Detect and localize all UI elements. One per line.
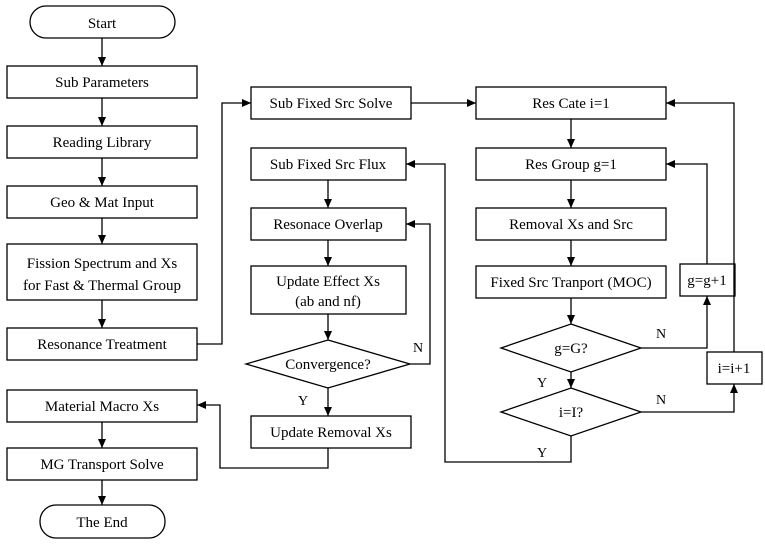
node-the-end-label: The End (76, 515, 128, 531)
node-reading-library-label: Reading Library (53, 135, 152, 151)
node-start: Start (29, 5, 176, 39)
node-update-removal-xs: Update Removal Xs (250, 415, 412, 449)
node-g-eq-G: g=G? (498, 323, 644, 373)
node-sub-parameters-label: Sub Parameters (55, 75, 149, 91)
node-sub-fixed-src-solve-label: Sub Fixed Src Solve (270, 96, 393, 112)
node-reading-library: Reading Library (6, 125, 198, 159)
node-resonance-overlap-label: Resonace Overlap (273, 217, 383, 233)
node-removal-xs-src: Removal Xs and Src (475, 207, 667, 241)
node-convergence-label: Convergence? (285, 357, 371, 373)
i-check-no-label: N (656, 393, 666, 408)
node-geo-mat-input: Geo & Mat Input (6, 185, 198, 219)
node-i-eq-I-label: i=I? (559, 405, 584, 421)
node-update-removal-xs-label: Update Removal Xs (270, 425, 392, 441)
node-material-macro-xs: Material Macro Xs (6, 389, 198, 423)
node-convergence: Convergence? (243, 339, 413, 389)
node-sub-parameters: Sub Parameters (6, 65, 198, 99)
node-i-eq-I: i=I? (498, 387, 644, 437)
node-fission-spectrum: Fission Spectrum and Xs for Fast & Therm… (6, 243, 198, 301)
convergence-yes-label: Y (298, 394, 308, 409)
g-check-yes-label: Y (537, 376, 547, 391)
edge-i-inc-to-res-cate (666, 99, 735, 352)
node-fixed-src-transport-label: Fixed Src Tranport (MOC) (490, 275, 651, 291)
edge-resonance-to-sub-fixed-solve (197, 99, 251, 345)
node-res-group-label: Res Group g=1 (525, 157, 617, 173)
node-start-label: Start (88, 16, 117, 32)
node-the-end: The End (39, 504, 166, 539)
node-sub-fixed-src-flux-label: Sub Fixed Src Flux (270, 157, 387, 173)
node-update-effect-xs: Update Effect Xs (ab and nf) (250, 265, 407, 315)
node-mg-transport-solve-label: MG Transport Solve (40, 457, 164, 473)
node-sub-fixed-src-solve: Sub Fixed Src Solve (250, 86, 412, 120)
edge-convergence-no-loop (406, 220, 431, 365)
node-removal-xs-src-label: Removal Xs and Src (509, 217, 633, 233)
node-resonance-overlap: Resonace Overlap (250, 207, 407, 241)
node-resonance-treatment: Resonance Treatment (6, 327, 198, 361)
node-res-cate-label: Res Cate i=1 (532, 96, 610, 112)
node-fission-spectrum-label-2: for Fast & Thermal Group (23, 278, 181, 294)
node-g-eq-G-label: g=G? (554, 341, 588, 357)
edge-update-removal-to-macro (197, 401, 329, 469)
node-mg-transport-solve: MG Transport Solve (6, 447, 198, 481)
node-resonance-treatment-label: Resonance Treatment (37, 337, 167, 353)
g-check-no-label: N (656, 327, 666, 342)
node-g-increment: g=g+1 (679, 263, 736, 297)
node-geo-mat-input-label: Geo & Mat Input (50, 195, 155, 211)
node-i-increment-label: i=i+1 (718, 361, 751, 377)
node-sub-fixed-src-flux: Sub Fixed Src Flux (250, 147, 407, 181)
node-i-increment: i=i+1 (706, 351, 763, 385)
convergence-no-label: N (413, 341, 423, 356)
node-update-effect-xs-label-2: (ab and nf) (295, 294, 361, 310)
node-material-macro-xs-label: Material Macro Xs (45, 399, 159, 415)
node-res-group: Res Group g=1 (475, 147, 667, 181)
node-update-effect-xs-label-1: Update Effect Xs (276, 274, 380, 290)
node-res-cate: Res Cate i=1 (475, 86, 667, 120)
node-fixed-src-transport: Fixed Src Tranport (MOC) (475, 265, 667, 299)
edge-i-check-yes-to-sub-flux (406, 160, 572, 463)
edge-i-check-no-to-i-inc (641, 384, 738, 413)
i-check-yes-label: Y (537, 446, 547, 461)
edge-g-inc-to-res-group (666, 160, 708, 264)
edge-g-check-no-to-g-inc (641, 296, 711, 349)
node-g-increment-label: g=g+1 (687, 273, 726, 289)
node-fission-spectrum-label-1: Fission Spectrum and Xs (27, 256, 178, 272)
